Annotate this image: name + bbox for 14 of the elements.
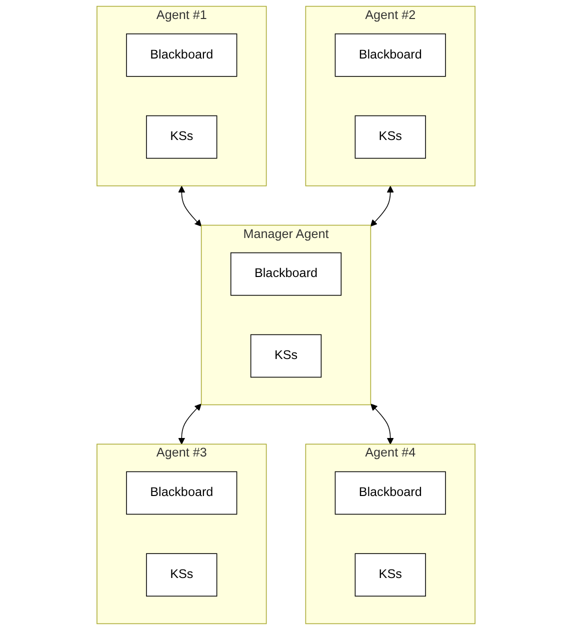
- node-box: Blackboard: [230, 252, 342, 296]
- node-box: Blackboard: [334, 471, 446, 515]
- node-box: Blackboard: [334, 33, 446, 77]
- node-box: KSs: [146, 553, 218, 597]
- node-box: KSs: [250, 334, 322, 378]
- arrow: [370, 404, 394, 444]
- node-box: Blackboard: [126, 33, 238, 77]
- node-box: KSs: [146, 115, 218, 159]
- node-box: Blackboard: [126, 471, 238, 515]
- node-box: KSs: [354, 115, 426, 159]
- arrow: [178, 186, 202, 226]
- arrow: [178, 404, 202, 444]
- node-box: KSs: [354, 553, 426, 597]
- arrow: [370, 186, 394, 226]
